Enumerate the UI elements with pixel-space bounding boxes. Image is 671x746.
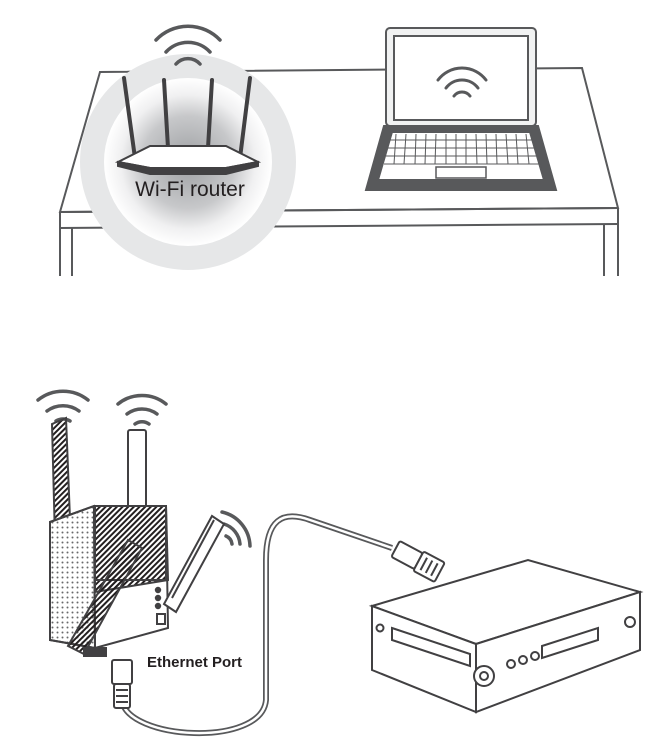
range-extender-icon	[49, 416, 226, 657]
laptop-wifi-icon	[436, 66, 488, 98]
media-player-icon	[368, 558, 644, 714]
router-icon	[114, 76, 262, 175]
router-bubble: Wi-Fi router	[80, 24, 296, 270]
ethernet-port-label: Ethernet Port	[147, 654, 242, 671]
router-wifi-icon	[154, 24, 222, 66]
extender-wifi-left-icon	[36, 389, 90, 423]
extender-wifi-center-icon	[116, 393, 168, 426]
ethernet-cable-icon	[111, 513, 446, 737]
ethernet-plug-right	[390, 540, 446, 583]
ethernet-plug-left	[111, 659, 133, 709]
laptop-icon	[364, 27, 558, 191]
extender-wifi-right-icon	[220, 510, 252, 548]
router-label: Wi-Fi router	[135, 178, 245, 201]
laptop-keyboard	[384, 133, 539, 179]
